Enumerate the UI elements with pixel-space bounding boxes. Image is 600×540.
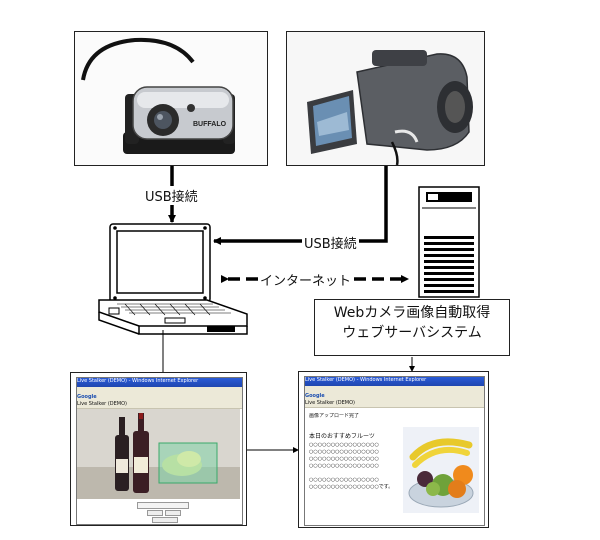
system-caption-line1: Webカメラ画像自動取得: [333, 305, 491, 321]
recommendation-line-3: ○○○○○○○○○○○○○○○○: [309, 456, 379, 462]
recommendation-line-4: ○○○○○○○○○○○○○○○○: [309, 463, 379, 469]
recommendation-heading: 本日のおすすめフルーツ: [309, 433, 375, 440]
upload-status-text: 画像アップロード完了: [309, 413, 360, 419]
left-browser-screenshot: Live Stalker (DEMO) - Windows Internet E…: [70, 372, 247, 526]
left-browser-tab[interactable]: Live Stalker (DEMO): [77, 401, 242, 409]
right-browser-screenshot: Live Stalker (DEMO) - Windows Internet E…: [298, 371, 489, 528]
right-browser-titlebar: Live Stalker (DEMO) - Windows Internet E…: [305, 377, 484, 386]
recommendation-line-5: ○○○○○○○○○○○○○○○○: [309, 477, 379, 483]
left-browser-controls: [137, 502, 189, 509]
laptop-icon: [98, 223, 248, 335]
recommendation-line-1: ○○○○○○○○○○○○○○○○: [309, 442, 379, 448]
right-browser-tab[interactable]: Live Stalker (DEMO): [305, 400, 484, 408]
recommendation-line-6: ○○○○○○○○○○○○○○○○です。: [309, 484, 394, 490]
camera-brand-text: BUFFALO: [193, 121, 227, 128]
server-icon: [418, 186, 480, 298]
camcorder-image: [287, 32, 484, 165]
left-browser-button-c[interactable]: [152, 517, 178, 523]
left-browser-photo: [77, 409, 240, 499]
camcorder-photo-frame: [286, 31, 485, 166]
system-caption-line2: ウェブサーバシステム: [342, 325, 482, 341]
left-browser-titlebar: Live Stalker (DEMO) - Windows Internet E…: [77, 378, 242, 387]
webcam-image: BUFFALO: [75, 32, 267, 165]
usb-label-2: USB接続: [302, 233, 359, 252]
recommendation-line-2: ○○○○○○○○○○○○○○○○: [309, 449, 379, 455]
left-browser-button-a[interactable]: [147, 510, 163, 516]
webcam-photo-frame: BUFFALO: [74, 31, 268, 166]
left-browser-button-b[interactable]: [165, 510, 181, 516]
internet-label: インターネット: [258, 270, 354, 289]
system-caption-box: Webカメラ画像自動取得 ウェブサーバシステム: [314, 299, 510, 356]
fruit-photo: [403, 427, 479, 513]
usb-label-1: USB接続: [143, 186, 200, 205]
